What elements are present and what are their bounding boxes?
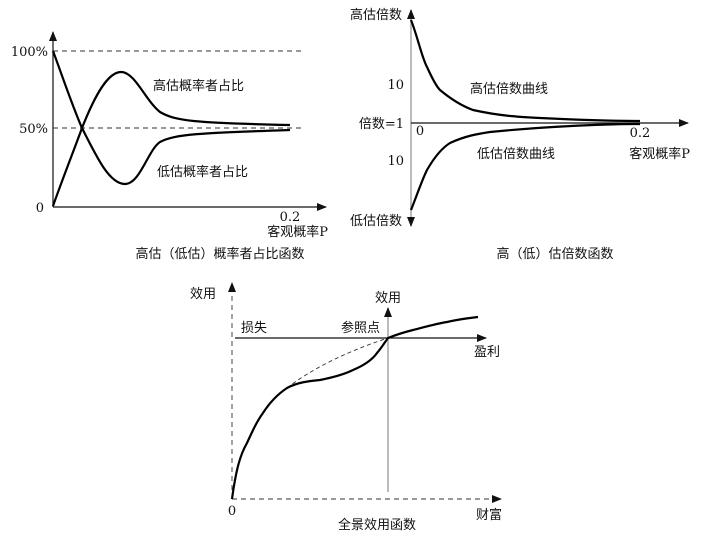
y-tick-50: 50% <box>19 122 48 137</box>
utility-curve <box>230 315 479 500</box>
panel-utility: 效用 0 财富 效用 损失 参照点 盈利 全景效用函数 <box>190 282 502 533</box>
curve-low-label: 低估倍数曲线 <box>477 147 555 162</box>
curve-low-label: 低估概率者占比 <box>157 164 248 180</box>
y-top-label: 高估倍数 <box>350 7 402 23</box>
reference-point-label: 参照点 <box>341 320 380 336</box>
y-axis-arrow <box>228 282 236 292</box>
panel-title: 高（低）估倍数函数 <box>496 246 613 262</box>
panel-multiplier: 高估倍数 10 倍数=1 0 10 低估倍数 0.2 客观概率P 高估倍数曲线 … <box>350 7 690 262</box>
curve-high-label: 高估倍数曲线 <box>470 81 548 97</box>
curve-low-share <box>51 50 291 186</box>
y-axis-label: 效用 <box>190 287 216 302</box>
y-tick-upper: 10 <box>387 78 404 93</box>
curve-low-multiplier <box>409 122 641 211</box>
gain-label: 盈利 <box>474 345 500 360</box>
panel-title: 全景效用函数 <box>338 517 416 533</box>
y-tick-100: 100% <box>11 45 48 60</box>
y-tick-lower: 10 <box>387 154 404 169</box>
x-tick-0.2: 0.2 <box>280 210 301 225</box>
inner-y-label: 效用 <box>375 291 401 306</box>
x-axis-label: 客观概率P <box>629 146 690 162</box>
curve-high-label: 高估概率者占比 <box>153 78 244 94</box>
loss-label: 损失 <box>241 321 267 336</box>
x-axis-label: 财富 <box>476 507 502 523</box>
panel-title: 高估（低估）概率者占比函数 <box>135 246 304 262</box>
y-bottom-label: 低估倍数 <box>350 214 402 229</box>
y-tick-0: 0 <box>36 201 44 216</box>
origin-label: 0 <box>228 504 236 519</box>
origin-label: 0 <box>416 124 424 139</box>
x-axis-label: 客观概率P <box>267 224 328 240</box>
panel-probability-share: 100% 50% 0 0.2 客观概率P 高估概率者占比 低估概率者占比 高估（… <box>11 31 328 262</box>
curve-high-multiplier <box>409 19 641 123</box>
x-tick-0.2: 0.2 <box>630 126 651 141</box>
x-axis-arrow <box>492 495 502 503</box>
dashed-concave-reference <box>286 337 389 389</box>
curve-high-share <box>51 70 291 207</box>
y-mid-label: 倍数=1 <box>359 117 404 132</box>
